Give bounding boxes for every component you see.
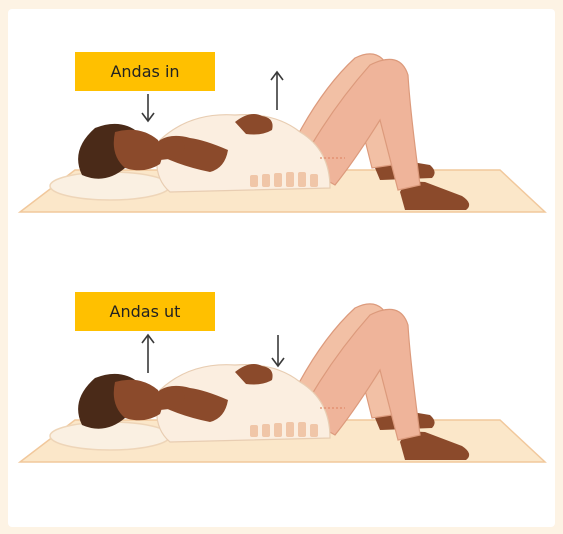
belly-arrow-up-icon — [271, 72, 283, 110]
belly-arrow-down-icon — [272, 335, 284, 366]
chest-arrow-down-icon — [142, 94, 154, 121]
inhale-label: Andas in — [75, 52, 215, 91]
chest-arrow-up-icon — [142, 335, 154, 373]
exhale-label: Andas ut — [75, 292, 215, 331]
